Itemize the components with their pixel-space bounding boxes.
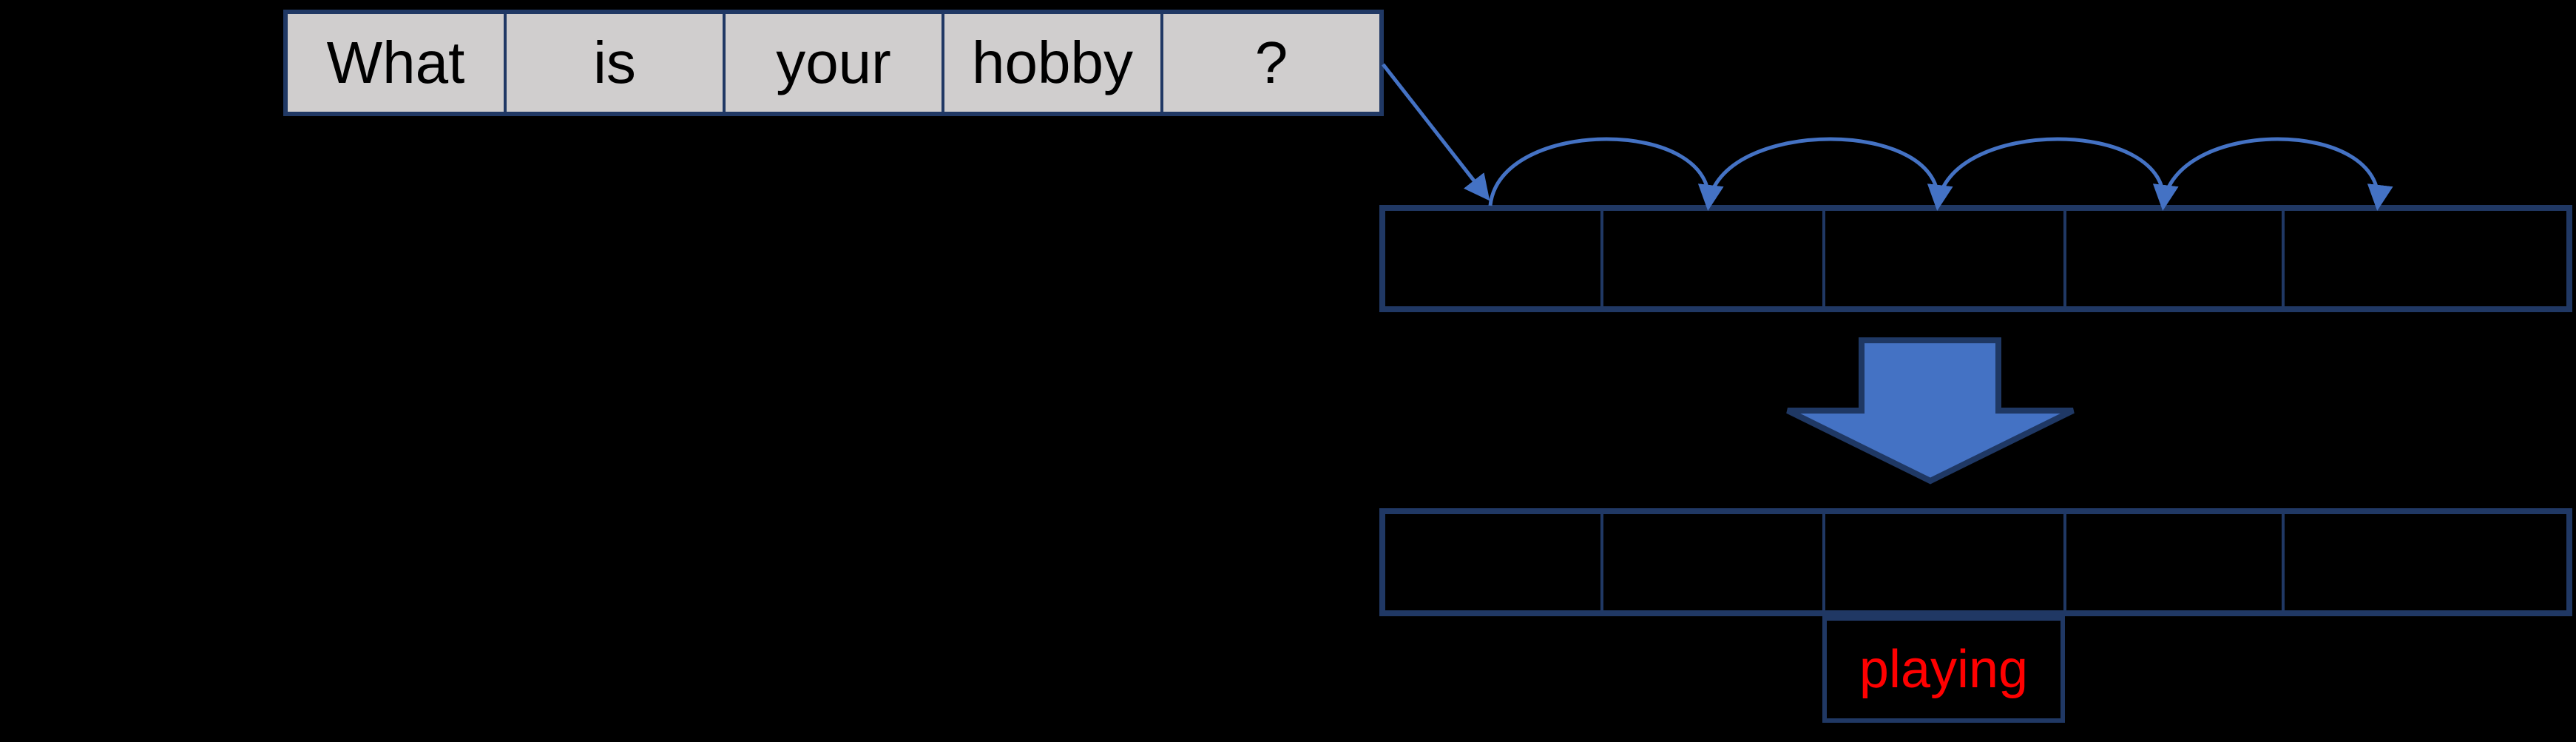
sequence-cell: [1822, 211, 2063, 306]
arc-hop-arrow-icon: [2161, 137, 2393, 211]
token-label: your: [776, 30, 891, 95]
sequence-cell: [2281, 211, 2566, 306]
output-cell: [1600, 514, 1822, 610]
block-down-arrow-icon: [1786, 337, 2075, 485]
output-cell: [1385, 514, 1600, 610]
sentence-token-question-mark: ?: [1160, 14, 1379, 112]
sequence-cell: [2063, 211, 2282, 306]
diagonal-arrow-icon: [1382, 63, 1490, 201]
sentence-token-your: your: [723, 14, 942, 112]
output-cell: [2281, 514, 2566, 610]
sentence-token-is: is: [504, 14, 723, 112]
token-label: What: [326, 30, 465, 95]
output-cell: [1822, 514, 2063, 610]
sentence-token-what: What: [288, 14, 504, 112]
token-label: hobby: [972, 30, 1133, 95]
output-cell: [2063, 514, 2282, 610]
sentence-token-hobby: hobby: [942, 14, 1160, 112]
token-label: is: [593, 30, 636, 95]
output-row: [1379, 508, 2572, 616]
prediction-label: playing: [1859, 640, 2029, 699]
arc-hop-arrow-icon: [1706, 137, 1953, 211]
arc-hop-arrow-icon: [1488, 137, 1724, 211]
sentence-token-row: What is your hobby ?: [283, 10, 1384, 116]
arc-hop-arrow-icon: [1936, 137, 2179, 211]
prediction-box: playing: [1822, 616, 2065, 723]
sequence-cell: [1600, 211, 1822, 306]
sequence-cell: [1385, 211, 1600, 306]
token-label: ?: [1254, 30, 1288, 95]
sequence-row: [1379, 205, 2572, 312]
